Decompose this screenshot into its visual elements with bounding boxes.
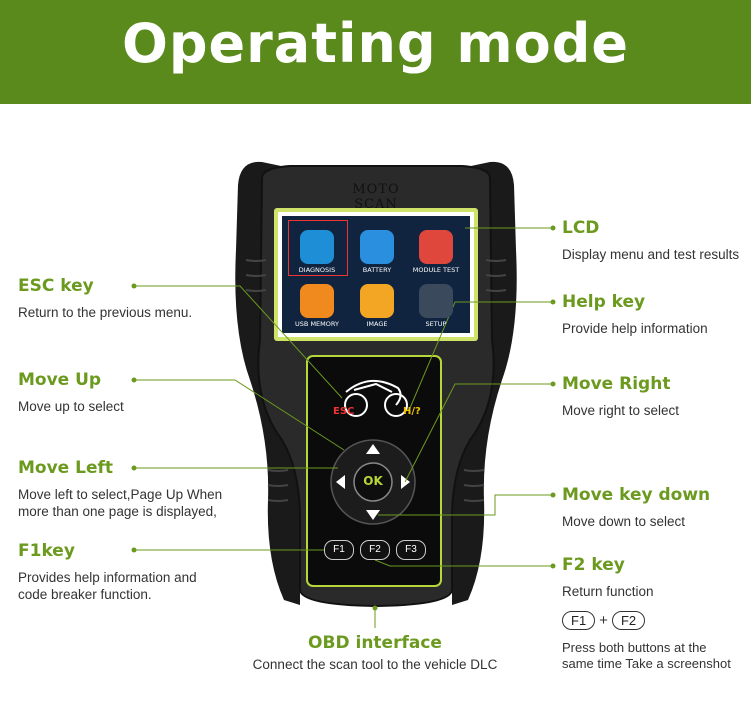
- f1-button[interactable]: F1: [324, 540, 354, 560]
- callout-desc: Provides help information and code break…: [18, 569, 197, 603]
- battery-icon[interactable]: [360, 230, 394, 264]
- diagnosis-label: DIAGNOSIS: [298, 266, 336, 274]
- callout-title: OBD interface: [308, 633, 442, 653]
- callout-title: Help key: [562, 292, 646, 312]
- setup-label: SETUP: [425, 320, 447, 328]
- diagnosis-highlight: [288, 220, 348, 276]
- callout-move-up: Move Up Move up to select: [18, 370, 124, 415]
- callout-lcd: LCD Display menu and test results: [562, 218, 739, 263]
- callout-title: F2 key: [562, 555, 625, 575]
- callout-desc: Return to the previous menu.: [18, 305, 193, 320]
- callout-esc-key: ESC key Return to the previous menu.: [18, 276, 192, 321]
- callout-move-right: Move Right Move right to select: [562, 374, 679, 419]
- down-arrow-icon: [366, 510, 380, 520]
- callout-move-down: Move key down Move down to select: [562, 485, 710, 530]
- callout-title: Move Left: [18, 458, 114, 478]
- combo-f2-key: F2: [611, 611, 646, 630]
- module-test-icon[interactable]: [419, 230, 453, 264]
- screenshot-combo: F1+F2: [562, 611, 646, 630]
- callout-obd-interface: OBD interface Connect the scan tool to t…: [230, 633, 520, 672]
- combo-desc-line: same time Take a screenshot: [562, 656, 731, 671]
- callout-title: Move key down: [562, 485, 711, 505]
- up-arrow-icon: [366, 444, 380, 454]
- callout-desc-line: code breaker function.: [18, 587, 152, 602]
- battery-label: BATTERY: [362, 266, 392, 274]
- combo-f1-key: F1: [562, 611, 596, 630]
- setup-icon[interactable]: [419, 284, 453, 318]
- callout-desc-line: Provides help information and: [18, 570, 197, 585]
- f3-button[interactable]: F3: [396, 540, 426, 560]
- left-arrow-icon: [336, 475, 345, 489]
- ok-button[interactable]: OK: [363, 474, 383, 488]
- callout-f1-key: F1key Provides help information and code…: [18, 541, 197, 603]
- callout-desc-line: Move left to select,Page Up When: [18, 487, 223, 502]
- callout-title: LCD: [562, 218, 600, 238]
- callout-desc: Display menu and test results: [562, 247, 740, 262]
- callout-desc: Move up to select: [18, 399, 124, 414]
- header-banner: Operating mode: [0, 0, 751, 104]
- page-title: Operating mode: [121, 12, 630, 75]
- callout-title: ESC key: [18, 276, 94, 296]
- callout-desc-line: more than one page is displayed,: [18, 504, 217, 519]
- callout-desc: Return function: [562, 584, 654, 599]
- f2-button[interactable]: F2: [360, 540, 390, 560]
- callout-desc: Provide help information: [562, 321, 708, 336]
- module-test-label: MODULE TEST: [412, 266, 460, 274]
- callout-desc: Connect the scan tool to the vehicle DLC: [252, 657, 498, 672]
- callout-title: Move Right: [562, 374, 671, 394]
- callout-title: F1key: [18, 541, 75, 561]
- motorcycle-graphic: [344, 380, 408, 417]
- device-brand: MOTO SCAN: [352, 182, 400, 212]
- combo-plus: +: [599, 612, 608, 629]
- help-key[interactable]: H/?: [403, 406, 421, 417]
- callout-desc: Move down to select: [562, 514, 686, 529]
- image-icon[interactable]: [360, 284, 394, 318]
- callout-move-left: Move Left Move left to select,Page Up Wh…: [18, 458, 222, 520]
- dpad-ring: [330, 439, 416, 525]
- callout-desc: Move right to select: [562, 403, 680, 418]
- image-label: IMAGE: [366, 320, 388, 328]
- combo-desc-line: Press both buttons at the: [562, 640, 707, 655]
- callout-desc: Move left to select,Page Up When more th…: [18, 486, 222, 520]
- combo-desc: Press both buttons at the same time Take…: [562, 640, 731, 672]
- usb-memory-label: USB MEMORY: [295, 320, 339, 328]
- diagnosis-icon[interactable]: [300, 230, 334, 264]
- callout-title: Move Up: [18, 370, 102, 390]
- callout-help-key: Help key Provide help information: [562, 292, 708, 337]
- usb-memory-icon[interactable]: [300, 284, 334, 318]
- callout-f2-key: F2 key Return function: [562, 555, 654, 600]
- esc-key[interactable]: ESC: [333, 406, 355, 417]
